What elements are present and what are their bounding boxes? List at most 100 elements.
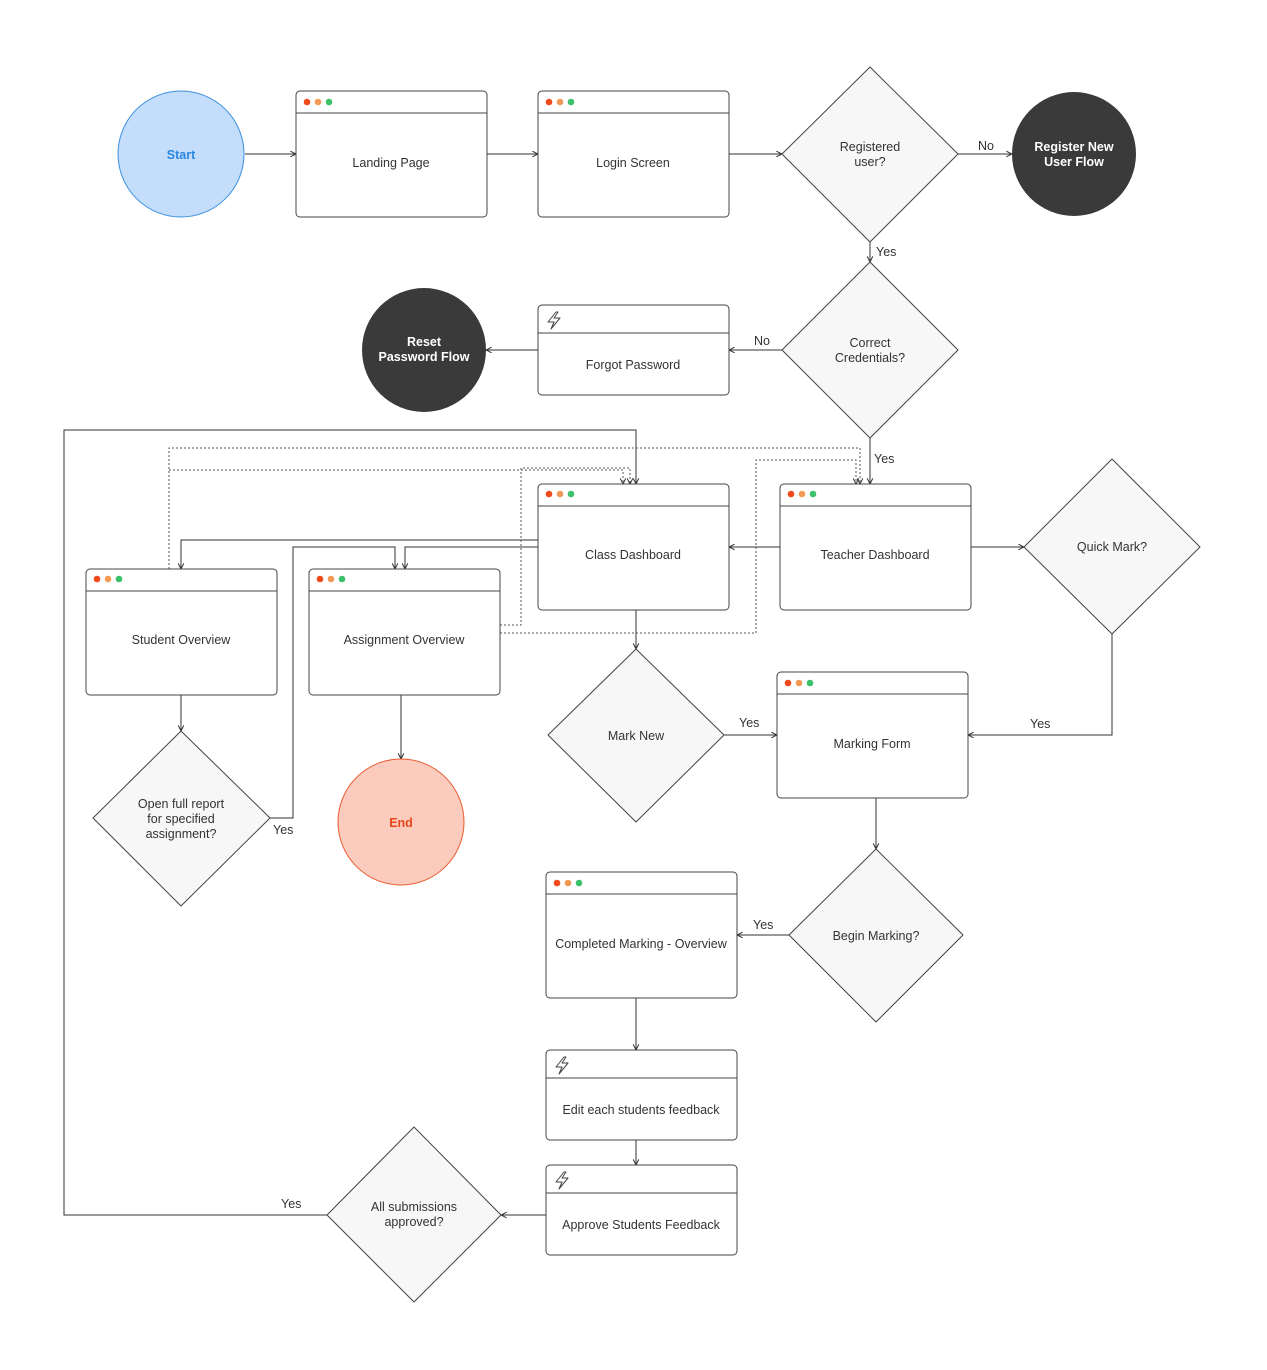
label-yes-credentials: Yes xyxy=(874,452,894,466)
reset-flow-circle xyxy=(362,288,486,412)
label-no-register: No xyxy=(978,139,994,153)
traffic-light-dots-icon xyxy=(787,490,817,498)
traffic-light-dots-icon xyxy=(545,490,575,498)
assignment-overview-node[interactable]: Assignment Overview xyxy=(308,568,501,696)
reset-flow-label-line1: Reset xyxy=(407,335,442,349)
landing-page-frame xyxy=(295,90,488,218)
correct-credentials-label-line2: Credentials? xyxy=(835,351,905,365)
reset-password-flow-node[interactable]: Reset Password Flow xyxy=(362,288,486,412)
traffic-light-dots-icon xyxy=(784,679,814,687)
label-yes-quick-mark: Yes xyxy=(1030,717,1050,731)
edge-class-to-assignment xyxy=(405,546,538,569)
register-flow-label-line1: Register New xyxy=(1034,140,1113,154)
student-overview-label: Student Overview xyxy=(132,633,232,647)
registered-user-label-line2: user? xyxy=(854,155,885,169)
registered-user-decision[interactable]: Registered user? xyxy=(781,66,959,243)
register-flow-circle xyxy=(1012,92,1136,216)
register-new-user-flow-node[interactable]: Register New User Flow xyxy=(1012,92,1136,216)
completed-marking-frame xyxy=(545,871,738,999)
start-label: Start xyxy=(167,148,196,162)
label-yes-registered: Yes xyxy=(876,245,896,259)
end-node[interactable]: End xyxy=(337,758,465,886)
label-yes-mark-new: Yes xyxy=(739,716,759,730)
register-flow-label-line2: User Flow xyxy=(1044,155,1104,169)
edge-quickmark-to-marking-form xyxy=(968,634,1113,735)
open-report-label-line1: Open full report xyxy=(138,797,225,811)
approve-feedback-node[interactable]: Approve Students Feedback xyxy=(545,1164,738,1256)
start-node[interactable]: Start xyxy=(117,90,245,218)
quick-mark-decision[interactable]: Quick Mark? xyxy=(1023,458,1201,635)
all-submissions-approved-decision[interactable]: All submissions approved? xyxy=(326,1126,502,1303)
forgot-password-frame xyxy=(537,304,730,396)
open-full-report-diamond xyxy=(92,730,271,907)
forgot-password-label: Forgot Password xyxy=(586,358,681,372)
label-yes-open-report: Yes xyxy=(273,823,293,837)
marking-form-node[interactable]: Marking Form xyxy=(776,671,969,799)
edge-dotted-assignment-to-class xyxy=(500,467,630,626)
begin-marking-diamond xyxy=(788,848,964,1023)
edge-labels: No Yes No Yes Yes Yes Yes Yes Yes xyxy=(273,139,1050,1211)
reset-flow-label-line2: Password Flow xyxy=(379,350,470,364)
all-submissions-diamond xyxy=(326,1126,502,1303)
edit-feedback-frame xyxy=(545,1049,738,1141)
edge-dotted-student-to-class xyxy=(169,469,623,484)
correct-credentials-label-line1: Correct xyxy=(850,336,892,350)
all-submissions-label-line2: approved? xyxy=(384,1215,443,1229)
login-screen-node[interactable]: Login Screen xyxy=(537,90,730,218)
edge-class-to-student xyxy=(181,539,538,569)
login-screen-label: Login Screen xyxy=(596,156,670,170)
edge-openreport-to-assignment xyxy=(270,546,395,819)
marking-form-frame xyxy=(776,671,969,799)
lightning-icon xyxy=(547,311,561,330)
mark-new-label: Mark New xyxy=(608,729,665,743)
edge-dotted-assignment-to-teacher xyxy=(500,459,856,634)
class-dashboard-node[interactable]: Class Dashboard xyxy=(537,483,730,611)
correct-credentials-decision[interactable]: Correct Credentials? xyxy=(781,261,959,439)
approve-feedback-frame xyxy=(545,1164,738,1256)
mark-new-diamond xyxy=(547,648,725,823)
correct-credentials-diamond xyxy=(781,261,959,439)
traffic-light-dots-icon xyxy=(545,98,575,106)
landing-page-label: Landing Page xyxy=(352,156,429,170)
end-circle xyxy=(337,758,465,886)
traffic-light-dots-icon xyxy=(93,575,123,583)
landing-page-node[interactable]: Landing Page xyxy=(295,90,488,218)
quick-mark-diamond xyxy=(1023,458,1201,635)
completed-marking-label: Completed Marking - Overview xyxy=(555,937,728,951)
end-label: End xyxy=(389,816,413,830)
registered-user-diamond xyxy=(781,66,959,243)
forgot-password-node[interactable]: Forgot Password xyxy=(537,304,730,396)
traffic-light-dots-icon xyxy=(316,575,346,583)
assignment-overview-label: Assignment Overview xyxy=(344,633,466,647)
edit-feedback-node[interactable]: Edit each students feedback xyxy=(545,1049,738,1141)
label-yes-all-approved: Yes xyxy=(281,1197,301,1211)
mark-new-decision[interactable]: Mark New xyxy=(547,648,725,823)
begin-marking-decision[interactable]: Begin Marking? xyxy=(788,848,964,1023)
student-overview-frame xyxy=(85,568,278,696)
marking-form-label: Marking Form xyxy=(833,737,910,751)
assignment-overview-frame xyxy=(308,568,501,696)
open-report-label-line3: assignment? xyxy=(146,827,217,841)
begin-marking-label: Begin Marking? xyxy=(833,929,920,943)
start-circle xyxy=(117,90,245,218)
traffic-light-dots-icon xyxy=(553,879,583,887)
lightning-icon xyxy=(555,1171,569,1190)
login-screen-frame xyxy=(537,90,730,218)
teacher-dashboard-node[interactable]: Teacher Dashboard xyxy=(779,483,972,611)
lightning-icon xyxy=(555,1056,569,1075)
completed-marking-overview-node[interactable]: Completed Marking - Overview xyxy=(545,871,738,999)
label-no-credentials: No xyxy=(754,334,770,348)
student-overview-node[interactable]: Student Overview xyxy=(85,568,278,696)
edit-feedback-label: Edit each students feedback xyxy=(562,1103,720,1117)
teacher-dashboard-label: Teacher Dashboard xyxy=(820,548,929,562)
class-dashboard-label: Class Dashboard xyxy=(585,548,681,562)
all-submissions-label-line1: All submissions xyxy=(371,1200,457,1214)
open-report-label-line2: for specified xyxy=(147,812,214,826)
traffic-light-dots-icon xyxy=(303,98,333,106)
quick-mark-label: Quick Mark? xyxy=(1077,540,1147,554)
class-dashboard-frame xyxy=(537,483,730,611)
approve-feedback-label: Approve Students Feedback xyxy=(562,1218,720,1232)
open-full-report-decision[interactable]: Open full report for specified assignmen… xyxy=(92,730,271,907)
label-yes-begin-marking: Yes xyxy=(753,918,773,932)
